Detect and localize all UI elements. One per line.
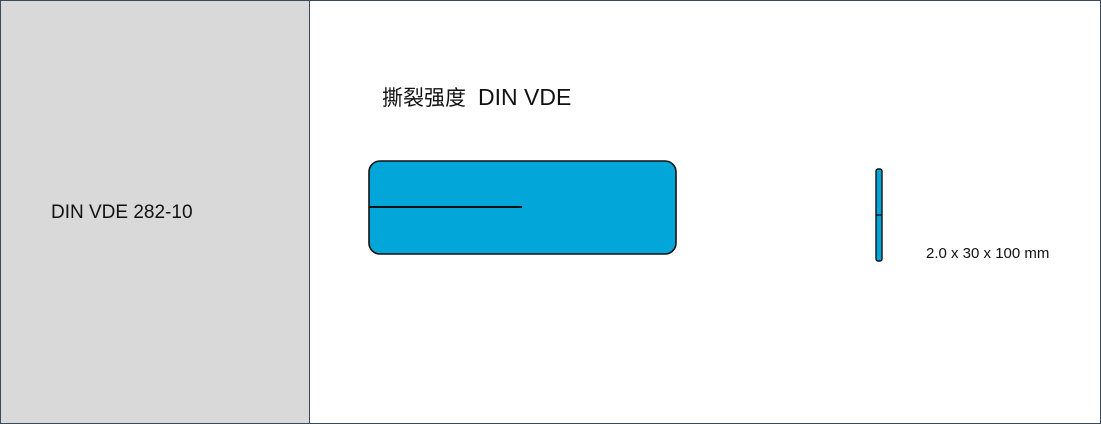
standard-label: DIN VDE 282-10 [51,202,193,223]
diagram-title: 撕裂强度 DIN VDE [382,82,571,112]
specimen-drawing [368,160,883,262]
left-panel: DIN VDE 282-10 [1,1,310,423]
title-chinese: 撕裂强度 [382,86,466,110]
dimension-label: 2.0 x 30 x 100 mm [926,245,1050,262]
right-panel: 撕裂强度 DIN VDE 2.0 x 30 x 100 mm [310,1,1100,423]
title-standard: DIN VDE [478,84,572,110]
